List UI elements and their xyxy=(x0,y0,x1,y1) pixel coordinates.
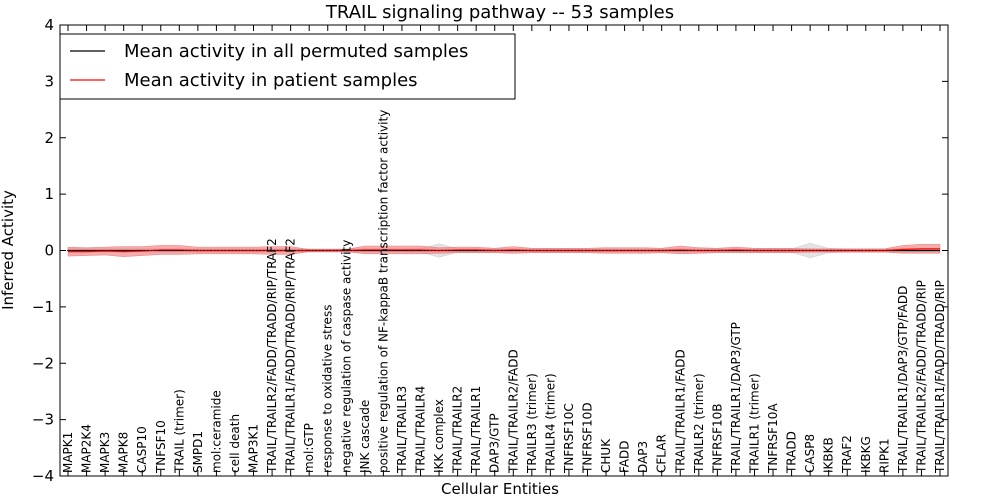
x-tick-label: TRAIL/TRAILR1/DAP3/GTP/FADD xyxy=(896,286,910,474)
x-tick-label: TNFRSF10A xyxy=(766,403,780,474)
y-tick-label: −1 xyxy=(32,298,54,316)
x-tick-label: TRADD xyxy=(785,431,799,474)
x-axis-label: Cellular Entities xyxy=(441,480,559,498)
x-tick-label: TRAILR1 (trimer) xyxy=(748,373,762,474)
legend-label-0: Mean activity in all permuted samples xyxy=(124,41,468,62)
x-tick-label: TRAILR4 (trimer) xyxy=(543,373,557,474)
x-tick-label: TNFRSF10C xyxy=(562,403,576,474)
x-tick-label: TNFRSF10B xyxy=(710,403,724,474)
legend: Mean activity in all permuted samplesMea… xyxy=(59,33,516,100)
x-tick-label: IKBKB xyxy=(822,437,836,473)
x-tick-label: CASP8 xyxy=(803,434,817,473)
x-tick-label: SMPD1 xyxy=(191,431,205,473)
x-tick-label: negative regulation of caspase activity xyxy=(339,240,353,473)
x-tick-label: TRAIL/TRAILR3 xyxy=(395,386,409,474)
x-tick-label: cell death xyxy=(228,414,242,473)
x-tick-label: CFLAR xyxy=(655,434,669,473)
x-tick-label: TRAILR2 (trimer) xyxy=(692,373,706,474)
x-tick-label: CHUK xyxy=(599,438,613,473)
legend-box xyxy=(59,33,516,100)
x-tick-label: MAP3K1 xyxy=(247,424,261,473)
x-tick-label: DAP3 xyxy=(636,441,650,473)
chart-title: TRAIL signaling pathway -- 53 samples xyxy=(325,2,674,23)
series-line-1 xyxy=(68,248,940,253)
x-tick-label: TRAIL/TRAILR2/FADD/TRADD/RIP xyxy=(914,280,928,474)
x-tick-label: TRAIL/TRAILR1 xyxy=(469,386,483,474)
y-tick-label: 2 xyxy=(44,129,54,147)
x-tick-label: FADD xyxy=(618,441,632,474)
y-tick-label: 3 xyxy=(44,72,54,90)
y-axis-label: Inferred Activity xyxy=(0,190,17,310)
y-tick-label: −3 xyxy=(32,411,54,429)
y-tick-label: 0 xyxy=(44,242,54,260)
x-tick-label: MAPK3 xyxy=(98,432,112,473)
y-tick-label: −4 xyxy=(32,467,54,485)
x-tick-label: TRAILR3 (trimer) xyxy=(525,373,539,474)
x-tick-label: TRAIL/TRAILR2/FADD/TRADD/RIP/TRAF2 xyxy=(265,238,279,474)
x-tick-label: TNFRSF10D xyxy=(581,402,595,474)
x-tick-label: JNK cascade xyxy=(358,400,372,474)
x-tick-label: DAP3/GTP xyxy=(488,413,502,473)
x-tick-label: TRAIL/TRAILR1/DAP3/GTP xyxy=(729,322,743,474)
x-tick-label: TRAF2 xyxy=(840,435,854,474)
x-tick-label: TRAIL/TRAILR1/FADD/TRADD/RIP/TRAF2 xyxy=(284,238,298,474)
x-tick-label: mol:GTP xyxy=(302,423,316,473)
x-tick-label: TRAIL/TRAILR2/FADD xyxy=(506,349,520,474)
x-tick-label: MAP2K4 xyxy=(80,424,94,473)
x-tick-label: positive regulation of NF-kappaB transcr… xyxy=(376,110,390,473)
legend-label-1: Mean activity in patient samples xyxy=(124,70,418,91)
y-tick-label: −2 xyxy=(32,354,54,372)
x-tick-label: TRAIL/TRAILR2 xyxy=(451,386,465,474)
x-tick-label: RIPK1 xyxy=(877,438,891,473)
x-tick-label: TRAIL/TRAILR1/FADD/TRADD/RIP xyxy=(933,280,947,474)
x-tick-label: IKK complex xyxy=(432,399,446,473)
x-tick-label: TNFSF10 xyxy=(154,420,168,474)
y-tick-label: 1 xyxy=(44,185,54,203)
x-tick-label: CASP10 xyxy=(135,426,149,473)
x-tick-label: TRAIL/TRAILR4 xyxy=(414,386,428,474)
x-tick-label: TRAIL (trimer) xyxy=(172,389,186,474)
x-tick-label: mol:ceramide xyxy=(209,390,223,473)
x-tick-label: response to oxidative stress xyxy=(321,305,335,473)
x-tick-label: MAPK1 xyxy=(61,432,75,473)
x-tick-label: TRAIL/TRAILR1/FADD xyxy=(673,349,687,474)
y-tick-label: 4 xyxy=(44,16,54,34)
x-tick-label: MAPK8 xyxy=(117,432,131,473)
x-tick-label: IKBKG xyxy=(859,436,873,473)
